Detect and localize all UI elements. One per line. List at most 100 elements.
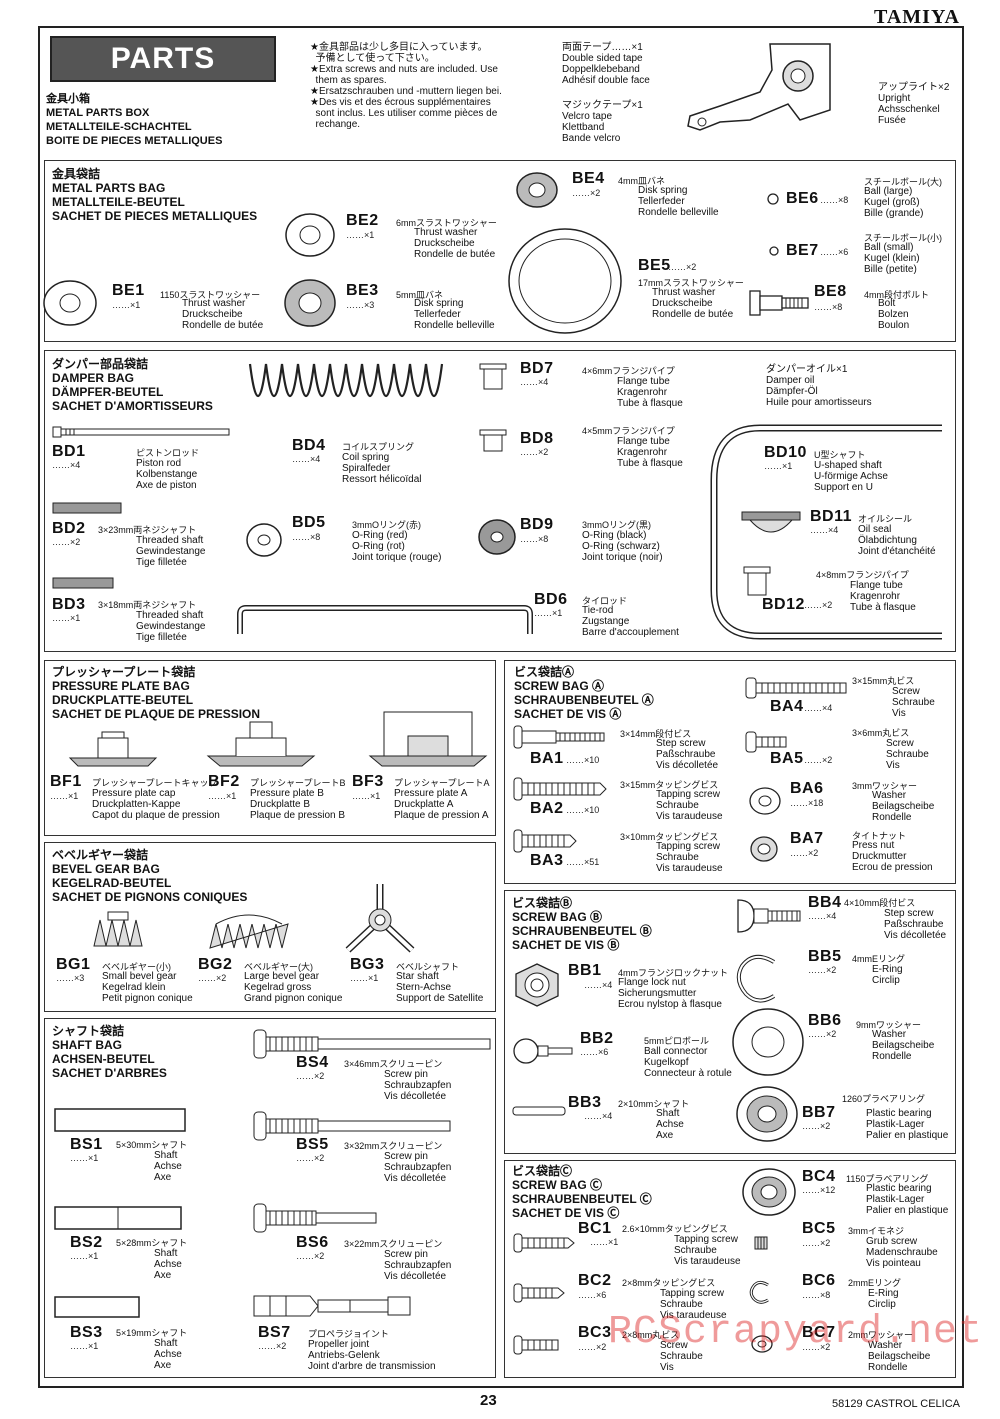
- ba5-code: BA5: [770, 750, 804, 767]
- bf3-desc: Pressure plate A Druckplatte A Plaque de…: [394, 788, 489, 821]
- bd10-jp: U型シャフト: [814, 450, 866, 460]
- bb4-jp: 4×10mm段付ビス: [844, 898, 916, 908]
- bf2-jp: プレッシャープレートB: [250, 778, 346, 788]
- ba7-jp: タイトナット: [852, 831, 907, 841]
- bb4-screw-drawing: [737, 899, 801, 933]
- bb7-desc: Plastic bearing Plastik-Lager Palier en …: [866, 1108, 949, 1141]
- be5-jp: 17mmスラストワッシャー: [638, 278, 744, 288]
- be7-qty: ……×6: [820, 247, 849, 257]
- bf2-qty: ……×1: [208, 791, 237, 801]
- ba4-qty: ……×4: [804, 703, 833, 713]
- screw-bag-a-section: [504, 660, 956, 884]
- bs7-code: BS7: [258, 1324, 291, 1341]
- be3-spring-drawing: [284, 279, 336, 327]
- bd2-jp: 3×23mm両ネジシャフト: [98, 525, 197, 535]
- bc3-screw-drawing: [513, 1335, 559, 1355]
- bd9-qty: ……×8: [520, 534, 549, 544]
- be5-code: BE5: [638, 257, 671, 274]
- bb7-code: BB7: [802, 1104, 836, 1121]
- bs5-pin-drawing: [253, 1111, 451, 1141]
- ba7-code: BA7: [790, 830, 824, 847]
- bs3-jp: 5×19mmシャフト: [116, 1328, 188, 1338]
- bs2-desc: Shaft Achse Axe: [154, 1248, 182, 1281]
- be2-desc: Thrust washer Druckscheibe Rondelle de b…: [414, 227, 496, 260]
- bg1-code: BG1: [56, 956, 91, 973]
- upright-label: アップライト×2 Upright Achsschenkel Fusée: [878, 82, 950, 126]
- bb5-code: BB5: [808, 948, 842, 965]
- bs4-desc: Screw pin Schraubzapfen Vis décolletée: [384, 1069, 452, 1102]
- bb5-qty: ……×2: [808, 965, 837, 975]
- bd12-desc: Flange tube Kragenrohr Tube à flasque: [850, 580, 916, 613]
- bd3-jp: 3×18mm両ネジシャフト: [98, 600, 197, 610]
- bc4-jp: 1150プラベアリング: [846, 1174, 929, 1184]
- bb5-desc: E-Ring Circlip: [872, 964, 903, 986]
- bd9-code: BD9: [520, 516, 554, 533]
- bg1-gear-drawing: [93, 911, 143, 947]
- bb3-shaft-drawing: [512, 1106, 566, 1116]
- bb7-jp: 1260プラベアリング: [842, 1094, 926, 1104]
- bd5-code: BD5: [292, 514, 326, 531]
- bf1-cap-drawing: [68, 731, 158, 767]
- bc4-desc: Plastic bearing Plastik-Lager Palier en …: [866, 1183, 949, 1216]
- bf3-plate-drawing: [368, 711, 488, 767]
- bd12-jp: 4×8mmフランジパイプ: [816, 570, 909, 580]
- be1-washer-drawing: [43, 280, 97, 326]
- bb1-desc: Flange lock nut Sicherungsmutter Ecrou n…: [618, 977, 722, 1010]
- damper-oil-label: ダンパーオイル×1 Damper oil Dämpfer-Öl Huile po…: [766, 364, 872, 408]
- bc1-jp: 2.6×10mmタッピングビス: [622, 1224, 728, 1234]
- ba7-desc: Press nut Druckmutter Ecrou de pression: [852, 840, 933, 873]
- be1-jp: 1150スラストワッシャー: [160, 290, 261, 300]
- bd7-qty: ……×4: [520, 377, 549, 387]
- bb7-bearing-drawing: [736, 1086, 798, 1142]
- ba1-desc: Step screw Paßschraube Vis décolletée: [656, 738, 719, 771]
- metal-bag-title: 金具袋詰 METAL PARTS BAG METALLTEILE-BEUTEL …: [52, 167, 258, 223]
- pressure-bag-title: プレッシャープレート袋詰 PRESSURE PLATE BAG DRUCKPLA…: [52, 665, 261, 721]
- be1-desc: Thrust washer Druckscheibe Rondelle de b…: [182, 298, 264, 331]
- bb6-washer-drawing: [732, 1008, 804, 1076]
- page-frame: [38, 26, 964, 1388]
- bc4-bearing-drawing: [742, 1168, 796, 1216]
- bd5-jp: 3mmOリング(赤): [352, 520, 421, 530]
- be1-qty: ……×1: [112, 300, 141, 310]
- screw-bag-c-title: ビス袋詰Ⓒ SCREW BAG Ⓒ SCHRAUBENBEUTEL Ⓒ SACH…: [512, 1164, 652, 1220]
- be4-code: BE4: [572, 170, 605, 187]
- bs1-code: BS1: [70, 1136, 103, 1153]
- bg2-jp: ベベルギヤー(大): [244, 962, 313, 972]
- bd4-jp: コイルスプリング: [342, 442, 415, 452]
- bb4-desc: Step screw Paßschraube Vis décolletée: [884, 908, 947, 941]
- be8-qty: ……×8: [814, 302, 843, 312]
- be4-spring-drawing: [516, 172, 558, 208]
- screw-bag-c-section: [504, 1160, 956, 1378]
- bf1-desc: Pressure plate cap Druckplatten-Kappe Ca…: [92, 788, 220, 821]
- bd5-qty: ……×8: [292, 532, 321, 542]
- bg3-code: BG3: [350, 956, 385, 973]
- bd6-jp: タイロッド: [582, 596, 628, 606]
- bd3-shaft-drawing: [52, 577, 114, 589]
- be8-bolt-drawing: [749, 290, 809, 316]
- bs2-jp: 5×28mmシャフト: [116, 1238, 188, 1248]
- bd6-desc: Tie-rod Zugstange Barre d'accouplement: [582, 605, 679, 638]
- bd7-tube-drawing: [479, 363, 507, 390]
- bs5-desc: Screw pin Schraubzapfen Vis décolletée: [384, 1151, 452, 1184]
- bd10-code: BD10: [764, 444, 807, 461]
- ba1-code: BA1: [530, 750, 564, 767]
- bs5-code: BS5: [296, 1136, 329, 1153]
- ba6-code: BA6: [790, 780, 824, 797]
- bd8-code: BD8: [520, 430, 554, 447]
- bd11-seal-drawing: [741, 511, 801, 533]
- ba6-qty: ……×18: [790, 798, 824, 808]
- bd12-code: BD12: [762, 596, 805, 613]
- bb6-code: BB6: [808, 1012, 842, 1029]
- bs4-code: BS4: [296, 1054, 329, 1071]
- bd7-jp: 4×6mmフランジパイプ: [582, 366, 675, 376]
- velcro-label: マジックテープ×1 Velcro tape Klettband Bande ve…: [562, 100, 643, 144]
- bc1-code: BC1: [578, 1220, 612, 1237]
- bd8-tube-drawing: [479, 429, 507, 452]
- ba5-screw-drawing: [745, 731, 787, 753]
- tape-label: 両面テープ……×1 Double sided tape Doppelklebeb…: [562, 42, 650, 86]
- bb5-ering-drawing: [736, 954, 776, 1003]
- bd1-desc: Piston rod Kolbenstange Axe de piston: [136, 458, 198, 491]
- bd6-tierod-drawing: [237, 605, 533, 634]
- bb3-code: BB3: [568, 1094, 602, 1111]
- be7-desc: Ball (small) Kugel (klein) Bille (petite…: [864, 242, 920, 275]
